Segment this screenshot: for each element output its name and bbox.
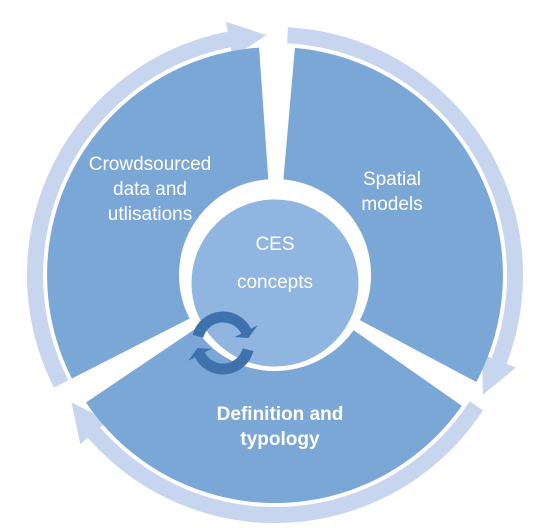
segment-label-crowdsourced-line-1: Crowdsourced: [89, 154, 212, 175]
center-label-line-2: concepts: [237, 272, 313, 293]
outer-arrow-definition: [71, 401, 483, 524]
refresh-arrowhead-1: [234, 325, 258, 338]
refresh-arc-2: [194, 347, 254, 375]
segment-label-definition-line-2: typology: [240, 429, 320, 450]
outer-arrow-crowdsourced: [26, 21, 267, 388]
segment-definition: [86, 328, 462, 504]
outer-arrow-ring: [26, 21, 523, 524]
segment-label-crowdsourced-line-3: utlisations: [108, 204, 193, 225]
center-hub: [188, 196, 362, 370]
refresh-arrowhead-2: [188, 348, 212, 361]
segment-label-definition: Definition and typology: [217, 404, 344, 450]
segments-group: [47, 47, 503, 504]
segment-label-spatial-line-1: Spatial: [363, 169, 421, 190]
segment-label-spatial-line-2: models: [361, 194, 422, 215]
segment-spatial: [283, 47, 503, 383]
segment-label-crowdsourced: Crowdsourced data and utlisations: [89, 154, 212, 225]
segment-label-spatial: Spatial models: [361, 169, 422, 215]
outer-arrow-spatial: [287, 27, 523, 396]
segment-crowdsourced: [47, 47, 269, 379]
center-label-line-1: CES: [255, 234, 294, 255]
refresh-arc-1: [192, 311, 252, 339]
segment-label-crowdsourced-line-2: data and: [113, 179, 187, 200]
segment-label-definition-line-1: Definition and: [217, 404, 344, 425]
center-label: CES concepts: [237, 234, 313, 293]
labels-group: Crowdsourced data and utlisations Spatial mo…: [89, 154, 423, 450]
circular-refresh-icon: [188, 311, 258, 375]
center-circle: [188, 196, 362, 370]
